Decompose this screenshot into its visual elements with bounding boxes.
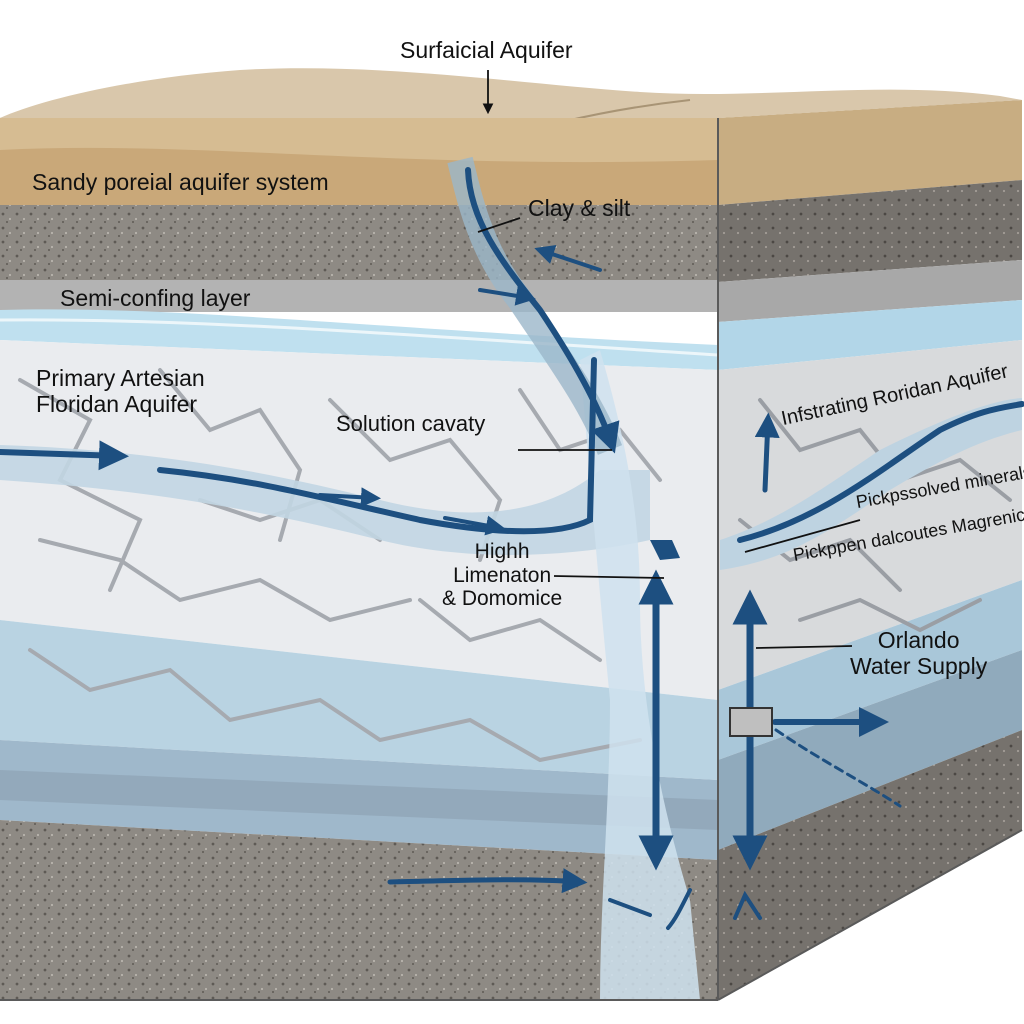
label-high-line2: Limenaton bbox=[453, 563, 552, 587]
label-orlando-line2: Water Supply bbox=[850, 652, 988, 679]
label-high-line1: Highh bbox=[474, 540, 530, 563]
label-orlando-line1: Orlando bbox=[877, 627, 960, 653]
flow-arrows bbox=[0, 167, 1024, 930]
label-surficial-aquifer: Surfaicial Aquifer bbox=[400, 37, 573, 63]
label-semi-confining-layer: Semi-confing layer bbox=[60, 285, 251, 311]
label-orlando-water-supply: Orlando Water Supply bbox=[850, 627, 988, 680]
label-solution-cavity: Solution cavaty bbox=[336, 411, 486, 436]
label-clay-silt: Clay & silt bbox=[528, 195, 631, 221]
label-primary-artesian-line1: Primary Artesian bbox=[36, 365, 205, 391]
label-primary-artesian: Primary Artesian Floridan Aquifer bbox=[36, 365, 205, 418]
label-primary-artesian-line2: Floridan Aquifer bbox=[36, 390, 198, 417]
well-pump-box bbox=[729, 707, 773, 737]
label-high-line3: & Domomice bbox=[442, 587, 563, 611]
label-sandy-aquifer-system: Sandy poreial aquifer system bbox=[32, 169, 329, 195]
label-limestone-dolomite: Highh Limenaton & Domomice bbox=[442, 540, 562, 611]
